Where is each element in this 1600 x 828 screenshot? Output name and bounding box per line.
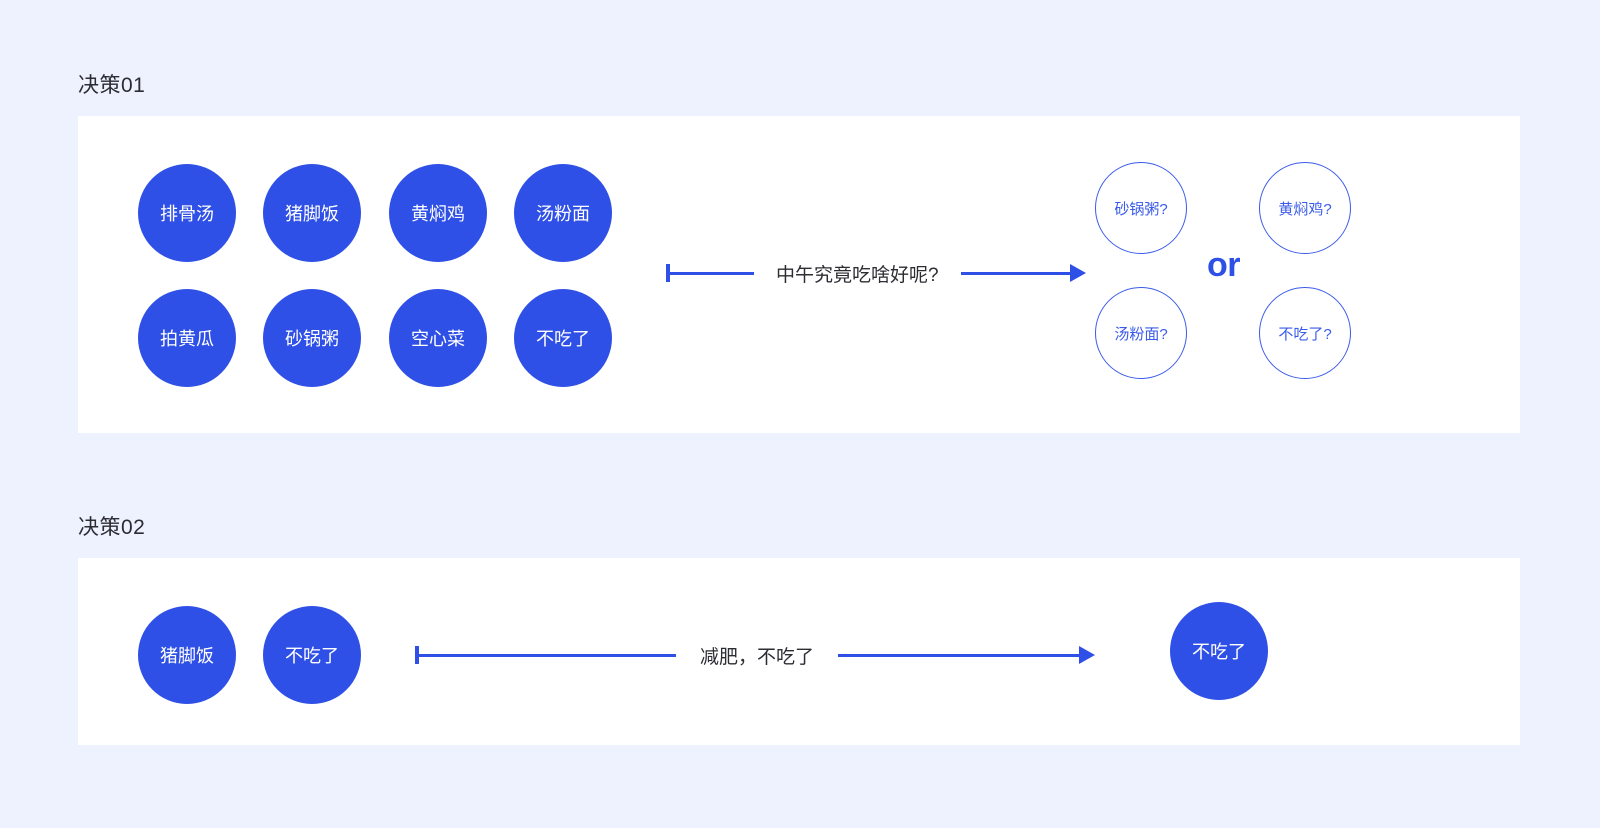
- arrow-line-right: [960, 271, 1071, 275]
- arrow-head-icon: [1069, 264, 1086, 282]
- arrow-start-cap-icon: [415, 646, 419, 664]
- section-1-title: 决策01: [78, 74, 146, 97]
- result-circle[interactable]: 砂锅粥?: [1095, 162, 1187, 254]
- result-circle[interactable]: 汤粉面?: [1095, 287, 1187, 379]
- section-2-title: 决策02: [78, 516, 146, 539]
- option-circle[interactable]: 拍黄瓜: [138, 289, 236, 387]
- arrow-head-icon: [1079, 646, 1096, 664]
- option-circle[interactable]: 猪脚饭: [138, 606, 236, 704]
- result-cluster-2: 不吃了: [1095, 597, 1365, 713]
- result-circle[interactable]: 黄焖鸡?: [1259, 162, 1351, 254]
- result-circle[interactable]: 不吃了: [1170, 602, 1268, 700]
- option-circle[interactable]: 不吃了: [514, 289, 612, 387]
- arrow-line-left: [670, 271, 754, 275]
- option-circle[interactable]: 排骨汤: [138, 164, 236, 262]
- result-circle[interactable]: 不吃了?: [1259, 287, 1351, 379]
- or-conjunction-label: or: [1207, 246, 1241, 284]
- decision-arrow-2: 减肥，不吃了: [415, 635, 1096, 675]
- option-circle[interactable]: 砂锅粥: [263, 289, 361, 387]
- arrow-label: 减肥，不吃了: [700, 646, 815, 668]
- arrow-label: 中午究竟吃啥好呢?: [776, 264, 939, 286]
- arrow-line-right: [838, 653, 1081, 657]
- option-circle[interactable]: 不吃了: [263, 606, 361, 704]
- result-cluster-1: 砂锅粥? 黄焖鸡? 汤粉面? 不吃了? or: [1095, 162, 1365, 392]
- option-circle[interactable]: 汤粉面: [514, 164, 612, 262]
- option-circle[interactable]: 空心菜: [389, 289, 487, 387]
- decision-arrow-1: 中午究竟吃啥好呢?: [666, 253, 1086, 293]
- arrow-start-cap-icon: [666, 264, 670, 282]
- decision-card-2: 猪脚饭 不吃了 减肥，不吃了 不吃了: [78, 558, 1520, 745]
- decision-card-1: 排骨汤 猪脚饭 黄焖鸡 汤粉面 拍黄瓜 砂锅粥 空心菜 不吃了 中午究竟吃啥好呢…: [78, 116, 1520, 433]
- arrow-line-left: [419, 653, 676, 657]
- option-circle[interactable]: 猪脚饭: [263, 164, 361, 262]
- option-circle[interactable]: 黄焖鸡: [389, 164, 487, 262]
